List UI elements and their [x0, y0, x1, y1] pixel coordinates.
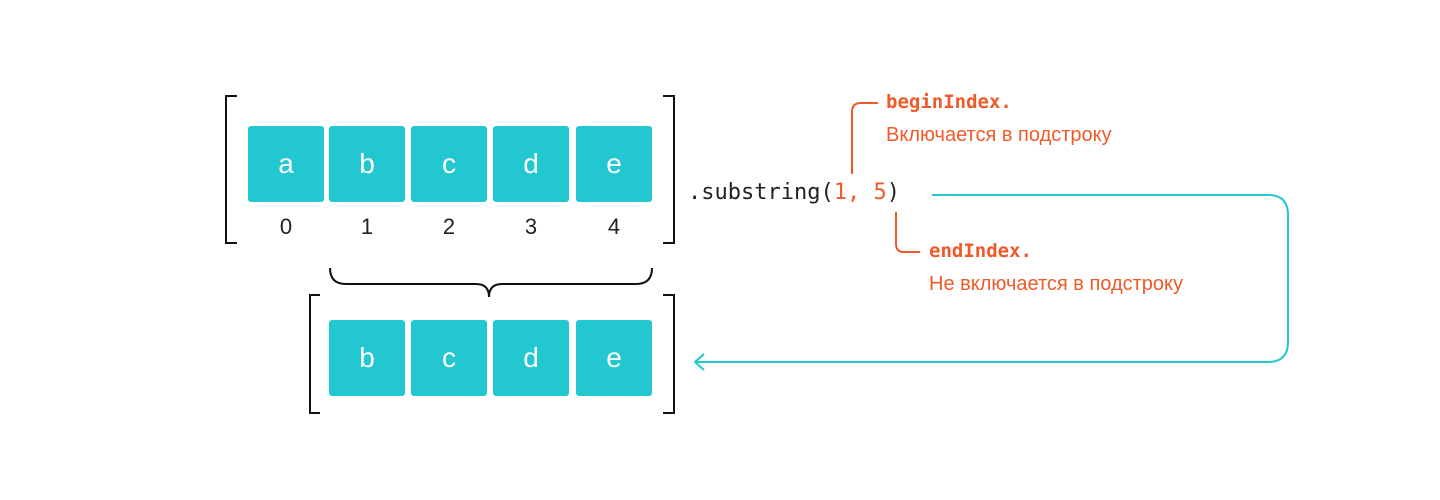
end-argument: 5: [873, 180, 887, 205]
argument-separator: ,: [846, 180, 874, 205]
source-char-box: d: [493, 126, 569, 202]
end-index-description: Не включается в подстроку: [929, 273, 1184, 295]
method-name: .substring(: [688, 180, 834, 205]
result-char-box: c: [411, 320, 487, 396]
begin-index-description: Включается в подстроку: [886, 124, 1112, 146]
result-arrow-head: [693, 353, 705, 371]
result-right-bracket: [663, 294, 675, 414]
source-index-label: 2: [442, 214, 456, 239]
result-arrow-line: [696, 194, 1289, 363]
source-char-box: c: [411, 126, 487, 202]
begin-argument: 1: [833, 180, 847, 205]
result-left-bracket: [309, 294, 320, 414]
result-char-box: d: [493, 320, 569, 396]
source-index-label: 0: [279, 214, 293, 239]
source-index-label: 1: [360, 214, 374, 239]
result-char-box: b: [329, 320, 405, 396]
source-char-box: a: [248, 126, 324, 202]
selection-brace: [329, 267, 653, 298]
closing-paren: ): [886, 180, 900, 205]
source-char-box: b: [329, 126, 405, 202]
source-char-box: e: [576, 126, 652, 202]
begin-index-name: beginIndex.: [886, 91, 1012, 113]
result-char-box: e: [576, 320, 652, 396]
substring-call: .substring(1, 5): [688, 180, 900, 205]
source-left-bracket: [225, 95, 237, 244]
source-right-bracket: [663, 95, 675, 244]
begin-connector: [851, 102, 878, 174]
end-connector: [895, 212, 920, 253]
end-index-name: endIndex.: [929, 240, 1032, 262]
source-index-label: 4: [607, 214, 621, 239]
source-index-label: 3: [524, 214, 538, 239]
